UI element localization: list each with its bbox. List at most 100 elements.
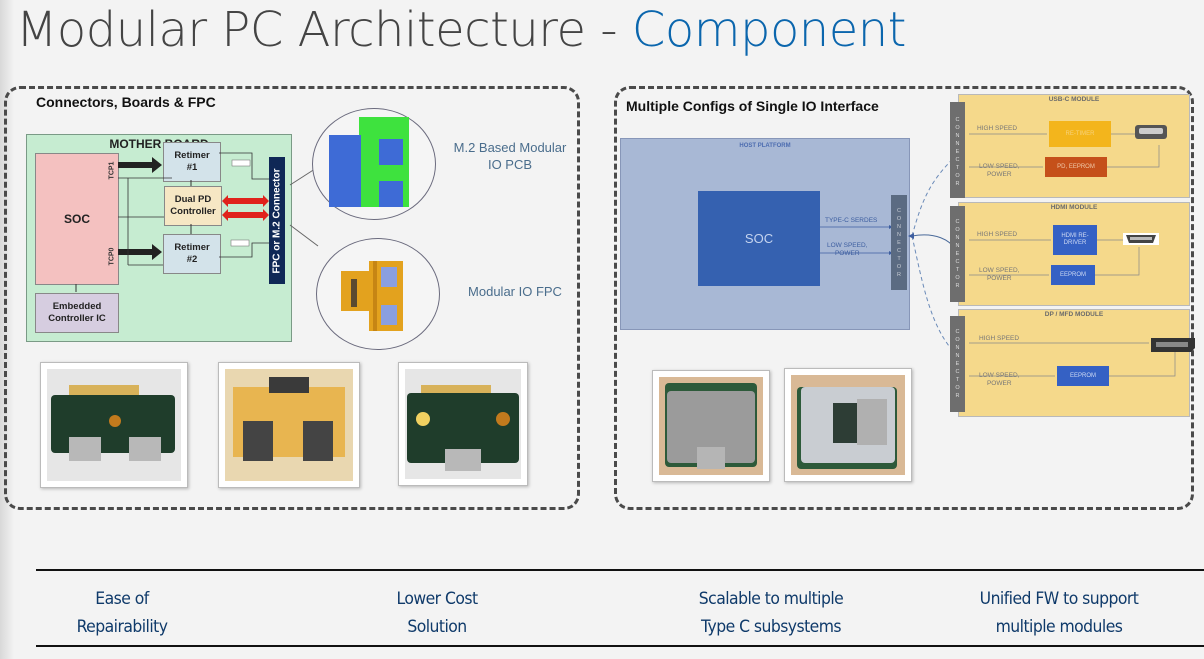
photo-hdmi-pcb xyxy=(398,362,528,486)
benefit-3-line1: Scalable to multiple xyxy=(698,589,844,609)
benefit-2-line2: Solution xyxy=(407,617,467,637)
photo-fpc-module-art xyxy=(225,369,353,481)
hdmi-module-wiring xyxy=(969,233,1159,276)
connectors-panel xyxy=(4,86,580,510)
usb-c-module-label: USB-C MODULE xyxy=(1048,96,1100,103)
host-platform-label: HOST PLATFORM xyxy=(739,143,791,149)
dpd-line1: Dual PD xyxy=(174,194,212,205)
retimer-2-block: Retimer#2 xyxy=(163,234,221,274)
dp-eeprom-chip: EEPROM xyxy=(1057,366,1109,386)
benefit-1-line1: Ease of xyxy=(95,589,149,609)
fpc-m2-connector: FPC or M.2 Connector xyxy=(269,157,285,284)
hdmi-eeprom-chip: EEPROM xyxy=(1051,265,1095,285)
host-soc-label: SOC xyxy=(744,231,774,246)
host-signal-arrows xyxy=(820,225,893,255)
dp-low-line2: POWER xyxy=(986,380,1012,387)
m2-caption-line2: IO PCB xyxy=(487,157,533,172)
usbc-low-line1: LOW SPEED, xyxy=(979,163,1020,170)
fpc-callout-circle xyxy=(316,238,440,350)
benefit-3-line2: Type C subsystems xyxy=(700,617,842,637)
usbc-retimer-chip: RE-TIMER xyxy=(1049,121,1111,147)
ec-line2: Controller IC xyxy=(48,313,106,324)
usb-c-module: USB-C MODULE HIGH SPEED LOW SPEED,POWER … xyxy=(958,94,1190,198)
hdmi-module: HDMI MODULE HIGH SPEED LOW SPEED,POWER H… xyxy=(958,202,1190,306)
benefit-2-line1: Lower Cost xyxy=(396,589,478,609)
ec-line1: Embedded xyxy=(52,301,102,312)
displayport-icon xyxy=(1151,338,1195,352)
host-low-speed-line1: LOW SPEED, xyxy=(827,242,868,249)
host-low-speed-label: LOW SPEED,POWER xyxy=(827,242,867,258)
slide-title: Modular PC Architecture - Component xyxy=(16,2,907,58)
photo-usbc-pcb-art xyxy=(47,369,181,481)
tcp1-arrow xyxy=(118,157,162,173)
benefit-unified-fw: Unified FW to support multiple modules xyxy=(944,585,1174,641)
hdmi-port-icon xyxy=(1123,233,1159,245)
vbus-arrow-2 xyxy=(222,209,269,221)
title-main: Modular PC Architecture - xyxy=(16,2,632,58)
benefit-4-line2: multiple modules xyxy=(995,617,1123,637)
configs-panel xyxy=(614,86,1194,510)
vbus-arrow-1 xyxy=(222,195,269,207)
soc-label: SOC xyxy=(63,212,90,226)
photo-usbc-module-art xyxy=(659,377,763,475)
retimer-1-block: Retimer#1 xyxy=(163,142,221,182)
dp-high-speed-label: HIGH SPEED xyxy=(979,335,1020,342)
usbc-pd-eeprom-chip: PD, EEPROM xyxy=(1045,157,1107,177)
m2-pcb-illustration xyxy=(329,117,409,207)
photo-usbc-pcb xyxy=(40,362,188,488)
benefit-4-line1: Unified FW to support xyxy=(979,589,1139,609)
fpc-caption-line1: Modular IO FPC xyxy=(468,284,562,299)
hdmi-low-line1: LOW SPEED, xyxy=(979,267,1020,274)
host-low-speed-line2: POWER xyxy=(834,250,860,257)
photo-hdmi-module-art xyxy=(791,375,905,475)
hdmi-module-label: HDMI MODULE xyxy=(1050,204,1098,211)
usbc-low-speed-label: LOW SPEED,POWER xyxy=(979,163,1019,179)
motherboard-wiring xyxy=(75,152,269,292)
dp-module-wiring xyxy=(969,338,1195,377)
m2-pcb-callout-circle xyxy=(312,108,436,220)
benefit-repairability: Ease of Repairability xyxy=(67,585,177,641)
dp-module-label: DP / MFD MODULE xyxy=(1044,311,1104,318)
photo-hdmi-module xyxy=(784,368,912,482)
soc-block: SOC xyxy=(35,153,119,285)
hdmi-low-line2: POWER xyxy=(986,275,1012,282)
retimer1-line1: Retimer xyxy=(174,150,210,161)
photo-fpc-module xyxy=(218,362,360,488)
configs-panel-title: Multiple Configs of Single IO Interface xyxy=(626,98,879,114)
host-platform-block: HOST PLATFORM SOC TYPE-C SERDES LOW SPEE… xyxy=(620,138,910,330)
dp-mfd-module: DP / MFD MODULE HIGH SPEED LOW SPEED,POW… xyxy=(958,309,1195,417)
connectors-panel-title: Connectors, Boards & FPC xyxy=(36,94,216,110)
type-c-serdes-label: TYPE-C SERDES xyxy=(825,217,878,224)
usb-c-port-icon xyxy=(1135,125,1167,139)
m2-pcb-caption: M.2 Based Modular IO PCB xyxy=(444,139,576,173)
hdmi-redriver-chip: HDMI RE-DRIVER xyxy=(1053,225,1097,255)
dp-low-line1: LOW SPEED, xyxy=(979,372,1020,379)
dp-low-speed-label: LOW SPEED,POWER xyxy=(979,372,1019,388)
m2-caption-line1: M.2 Based Modular xyxy=(453,140,567,155)
benefit-1-line2: Repairability xyxy=(76,617,168,637)
usbc-module-wiring xyxy=(969,125,1167,168)
hdmi-high-speed-label: HIGH SPEED xyxy=(977,231,1018,238)
fpc-illustration xyxy=(341,261,403,331)
fpc-caption: Modular IO FPC xyxy=(448,283,582,300)
title-accent: Component xyxy=(631,2,907,58)
retimer2-line2: #2 xyxy=(186,254,198,265)
usbc-low-line2: POWER xyxy=(986,171,1012,178)
usbc-high-speed-label: HIGH SPEED xyxy=(977,125,1018,132)
photo-usbc-module xyxy=(652,370,770,482)
host-soc-block: SOC xyxy=(698,191,820,286)
